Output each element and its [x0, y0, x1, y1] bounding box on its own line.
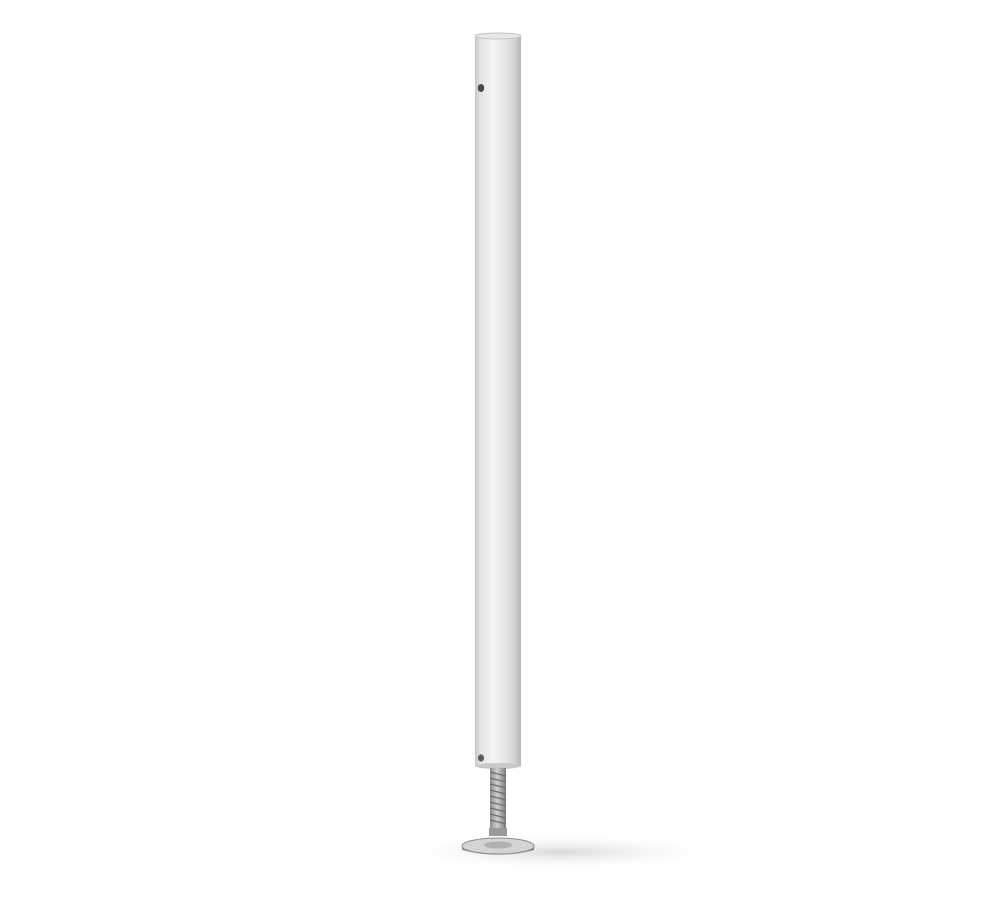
upper-screw-hole — [477, 84, 485, 92]
lower-screw-hole — [478, 754, 484, 762]
post-tube — [474, 32, 522, 769]
threaded-rod — [489, 768, 507, 830]
leveling-foot — [461, 828, 535, 855]
tube-bottom-rim — [475, 763, 521, 769]
floor-shadow — [390, 834, 730, 870]
tube-top-opening — [474, 32, 522, 40]
